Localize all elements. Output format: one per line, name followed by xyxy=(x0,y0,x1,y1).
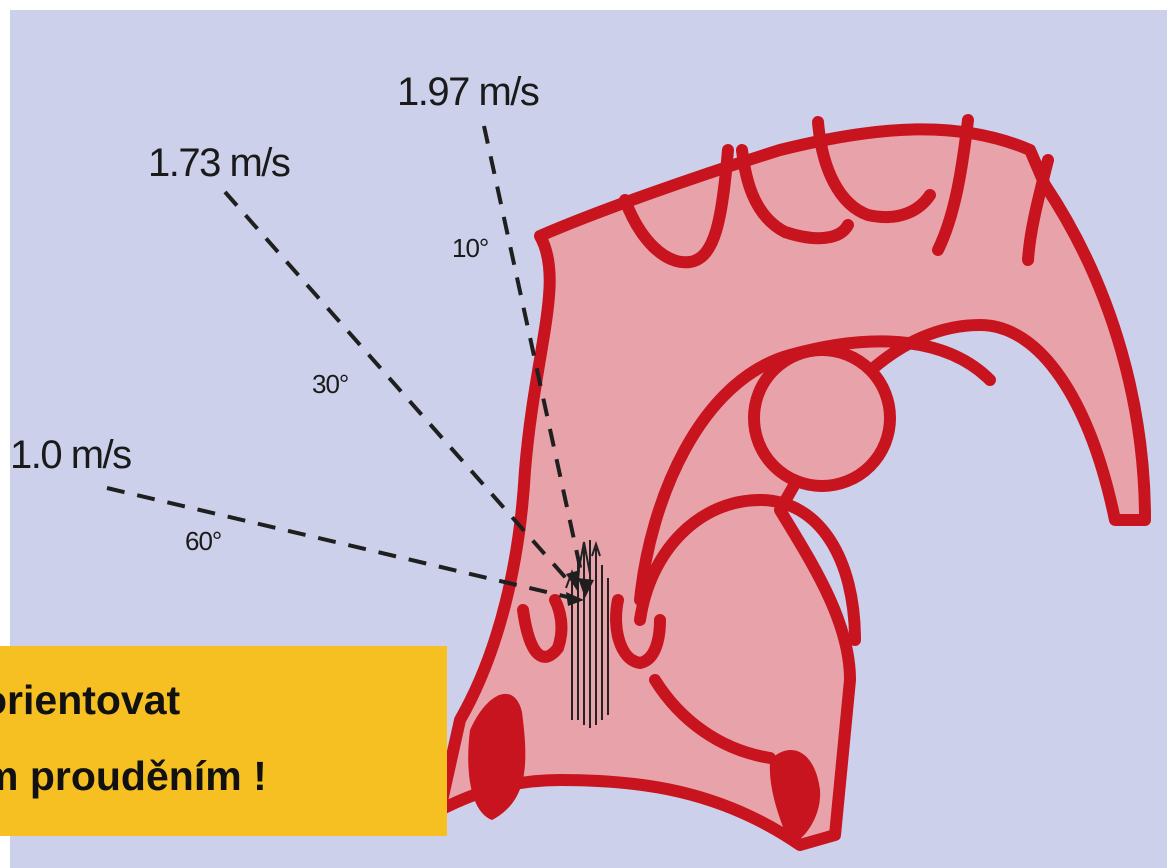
callout-box: orientovat m prouděním ! xyxy=(0,646,447,836)
pulmonary-artery xyxy=(754,350,890,486)
callout-line-1: orientovat xyxy=(0,677,180,724)
velocity-label-60deg: 1.0 m/s xyxy=(10,433,131,477)
callout-line-2: m prouděním ! xyxy=(0,753,267,800)
velocity-label-10deg: 1.97 m/s xyxy=(397,70,539,114)
angle-label-30: 30° xyxy=(312,369,348,399)
velocity-label-30deg: 1.73 m/s xyxy=(148,141,290,185)
angle-label-60: 60° xyxy=(185,526,221,556)
angle-label-10: 10° xyxy=(452,233,488,263)
